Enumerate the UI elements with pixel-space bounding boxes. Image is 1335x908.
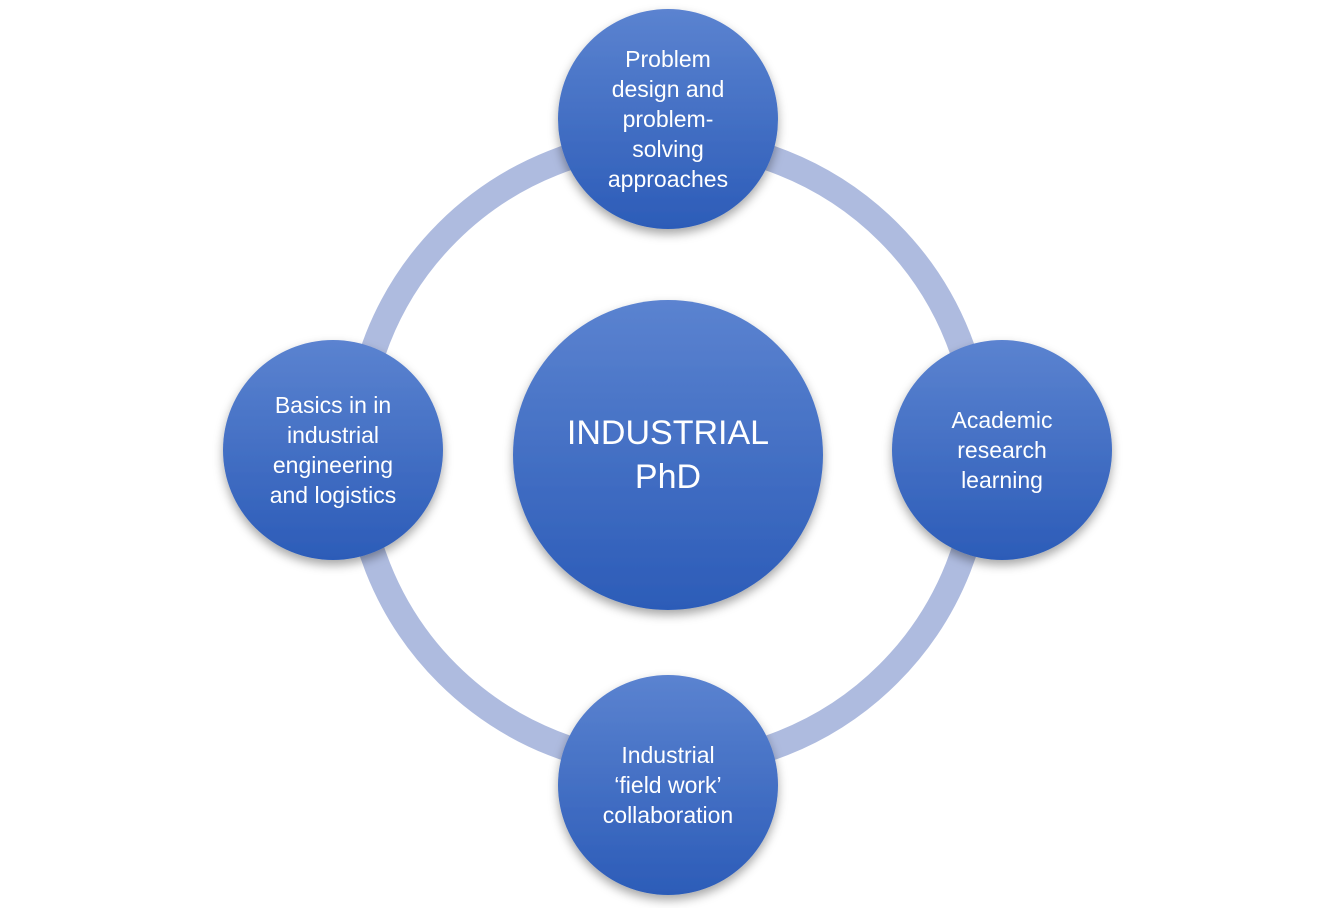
node-bottom-circle [558, 675, 778, 895]
node-left-circle [223, 340, 443, 560]
center-circle [513, 300, 823, 610]
node-top-circle [558, 9, 778, 229]
node-right-circle [892, 340, 1112, 560]
